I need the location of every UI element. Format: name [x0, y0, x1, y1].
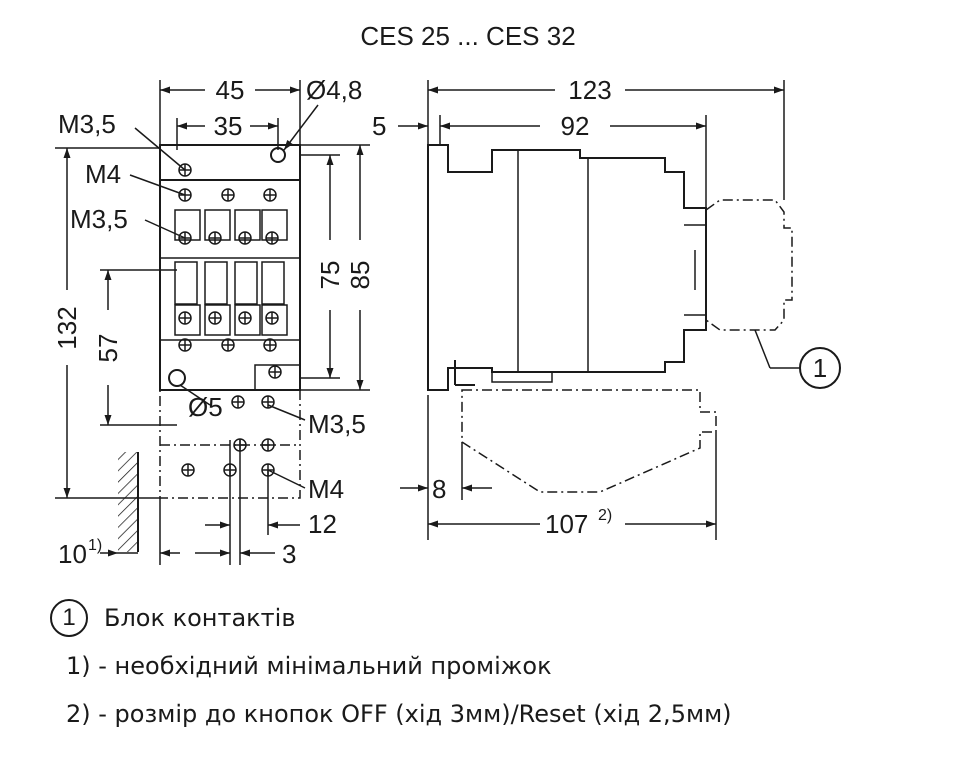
front-dimension-labels: 45 35 Ø4,8 M3,5 M4 M3,5 132 57 75 85 Ø5 …	[52, 75, 375, 569]
side-dimension-labels: 123 92 5 8 107 2)	[372, 75, 612, 539]
dim-3: 3	[282, 539, 296, 569]
wall-hatch	[118, 452, 138, 552]
front-screws	[178, 163, 282, 477]
dim-8: 8	[432, 474, 446, 504]
dim-5: 5	[372, 111, 386, 141]
dim-123: 123	[568, 75, 611, 105]
callout-number: 1	[813, 353, 827, 383]
dim-92: 92	[561, 111, 590, 141]
label-m35-top: M3,5	[58, 109, 116, 139]
side-dimension-lines	[398, 80, 800, 540]
dim-85: 85	[345, 261, 375, 290]
dim-107-note: 2)	[598, 507, 612, 524]
label-m35-mid: M3,5	[70, 204, 128, 234]
label-m4-top: M4	[85, 159, 121, 189]
dim-107: 107	[545, 509, 588, 539]
drawing-title: CES 25 ... CES 32	[360, 21, 575, 51]
label-m4-bottom: M4	[308, 474, 344, 504]
dim-45: 45	[216, 75, 245, 105]
dim-12: 12	[308, 509, 337, 539]
dim-10: 10	[58, 539, 87, 569]
dim-75: 75	[315, 261, 345, 290]
dim-132: 132	[52, 306, 82, 349]
callout-1: 1	[799, 347, 841, 389]
dim-hole-5: Ø5	[188, 392, 223, 422]
front-dimension-lines	[55, 80, 370, 565]
dim-57: 57	[93, 334, 123, 363]
dim-35: 35	[214, 111, 243, 141]
dim-10-note: 1)	[88, 537, 102, 554]
dim-hole-48: Ø4,8	[306, 75, 362, 105]
label-m35-right: M3,5	[308, 409, 366, 439]
side-view	[427, 144, 793, 493]
